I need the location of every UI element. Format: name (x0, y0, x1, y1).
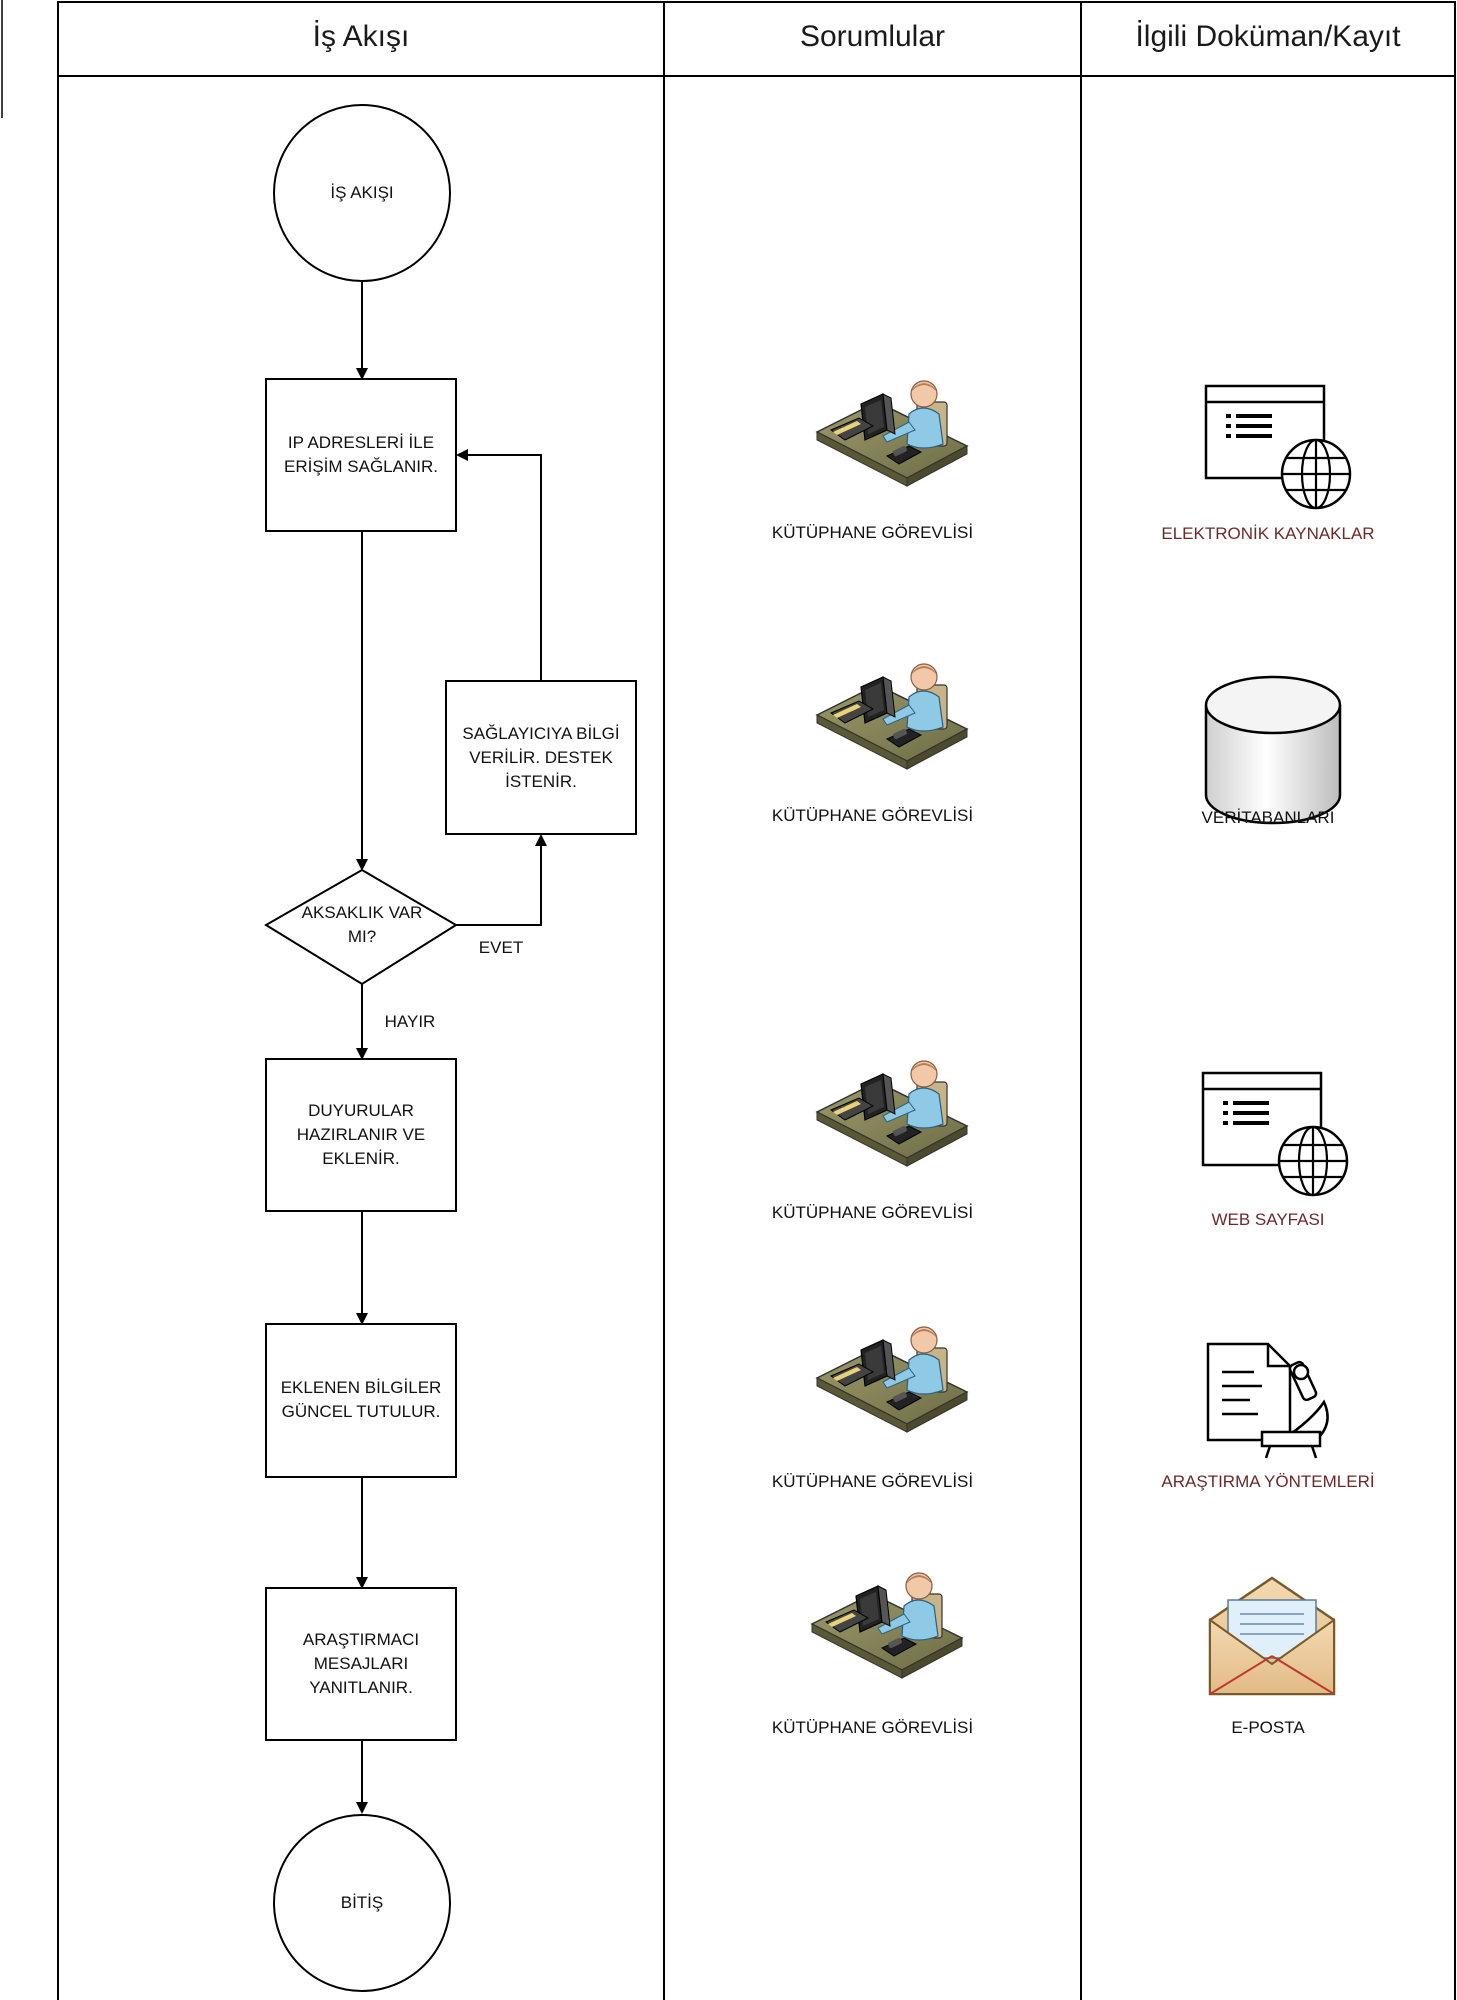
responsible-label: KÜTÜPHANE GÖREVLİSİ (771, 523, 974, 542)
end-node-shape (273, 1814, 451, 1992)
start-node-shape (273, 104, 451, 282)
step3-label: EKLENEN BİLGİLER GÜNCEL TUTULUR. (280, 1378, 442, 1421)
librarian-icon (816, 380, 968, 487)
step4-label: ARAŞTIRMACI MESAJLARI YANITLANIR. (302, 1630, 420, 1697)
step1-label: IP ADRESLERİ İLE ERİŞİM SAĞLANIR. (284, 433, 438, 476)
decision-label: AKSAKLIK VAR MI? (301, 903, 423, 946)
edge-label-yes: EVET (478, 938, 524, 957)
responsible-label: KÜTÜPHANE GÖREVLİSİ (771, 1472, 974, 1491)
document-label: ELEKTRONİK KAYNAKLAR (1161, 524, 1375, 543)
start-node-label: İŞ AKIŞI (330, 183, 394, 202)
document-label: VERİTABANLARI (1201, 808, 1335, 827)
web-page-globe-icon (1204, 384, 1352, 510)
librarian-icon (816, 1326, 968, 1433)
decision-diamond (264, 868, 458, 986)
step2-box (265, 1058, 457, 1212)
flow-edges (356, 280, 547, 1814)
edge-side-step1 (456, 449, 542, 681)
librarian-icon (816, 663, 968, 770)
step2-label: DUYURULAR HAZIRLANIR VE EKLENİR. (296, 1101, 426, 1168)
document-label: E-POSTA (1231, 1718, 1305, 1737)
side-step-box (445, 680, 637, 835)
web-page-globe-icon (1201, 1071, 1349, 1197)
end-node-label: BİTİŞ (340, 1893, 384, 1912)
table-frame (57, 1, 1456, 2000)
step4-box (265, 1587, 457, 1741)
database-cylinder-icon (1204, 675, 1342, 825)
header-responsible: Sorumlular (799, 20, 946, 53)
document-label: WEB SAYFASI (1211, 1210, 1325, 1229)
research-document-microscope-icon (1206, 1342, 1329, 1459)
header-documents: İlgili Doküman/Kayıt (1135, 20, 1401, 53)
edge-decision-side (456, 834, 547, 926)
document-label: ARAŞTIRMA YÖNTEMLERİ (1161, 1472, 1375, 1491)
step1-box (265, 378, 457, 532)
side-step-label: SAĞLAYICIYA BİLGİ VERİLİR. DESTEK İSTENİ… (462, 723, 620, 791)
envelope-icon (1208, 1576, 1336, 1696)
responsible-label: KÜTÜPHANE GÖREVLİSİ (771, 1203, 974, 1222)
responsible-label: KÜTÜPHANE GÖREVLİSİ (771, 1718, 974, 1737)
header-flow: İş Akışı (312, 20, 410, 53)
librarian-icon (811, 1572, 963, 1679)
librarian-icon (816, 1060, 968, 1167)
step3-box (265, 1323, 457, 1478)
edge-label-no: HAYIR (384, 1012, 436, 1031)
responsible-label: KÜTÜPHANE GÖREVLİSİ (771, 806, 974, 825)
